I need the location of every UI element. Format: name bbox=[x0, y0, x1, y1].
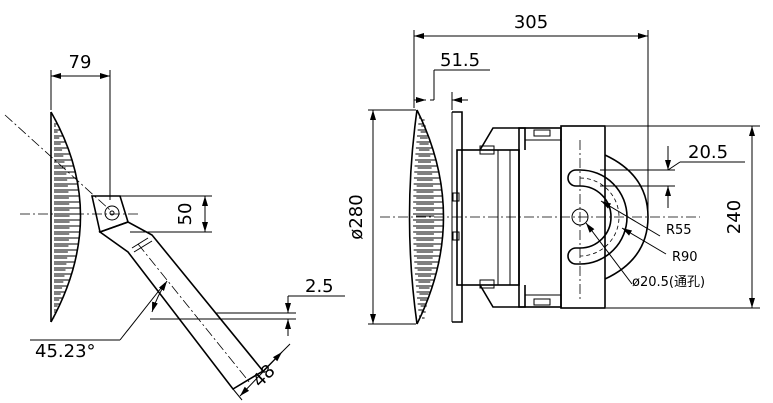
diameter-dim-label: ø280 bbox=[346, 194, 367, 239]
driver-housing bbox=[451, 111, 562, 323]
gap-dim-label: 2.5 bbox=[305, 276, 334, 297]
angle-dimension: 45.23° bbox=[30, 280, 215, 362]
offset-dim-label: 50 bbox=[175, 203, 196, 226]
side-diagonal-centerline bbox=[4, 114, 111, 211]
gap-dimension: 2.5 bbox=[215, 276, 345, 336]
housing-depth-dimension: 51.5 bbox=[414, 50, 490, 110]
housing-depth-dim-label: 51.5 bbox=[440, 50, 480, 71]
front-view: 305 51.5 ø280 20.5 bbox=[346, 12, 760, 325]
slot-width-dimension: 20.5 bbox=[600, 142, 745, 208]
inner-radius-label: R55 bbox=[666, 223, 692, 238]
slot-width-dim-label: 20.5 bbox=[688, 142, 728, 163]
side-mounting-arm bbox=[98, 221, 265, 391]
offset-dimension: 50 bbox=[120, 195, 212, 233]
arm-width-dim-label: 48 bbox=[249, 361, 280, 392]
angle-dim-label: 45.23° bbox=[35, 341, 96, 362]
diameter-dimension: ø280 bbox=[346, 109, 416, 325]
side-view: 79 50 2.5 45.23° bbox=[4, 52, 345, 401]
depth-dimension: 79 bbox=[50, 52, 111, 200]
radius-callouts: R55 R90 ø20.5(通孔) bbox=[585, 200, 705, 290]
total-length-dim-label: 305 bbox=[514, 12, 548, 33]
depth-dim-label: 79 bbox=[69, 52, 92, 73]
total-length-dimension: 305 bbox=[413, 12, 649, 215]
outer-radius-label: R90 bbox=[672, 250, 698, 265]
hole-label: ø20.5(通孔) bbox=[632, 275, 705, 290]
height-dim-label: 240 bbox=[724, 200, 745, 234]
height-dimension: 240 bbox=[606, 125, 760, 309]
side-heatsink bbox=[50, 111, 82, 323]
